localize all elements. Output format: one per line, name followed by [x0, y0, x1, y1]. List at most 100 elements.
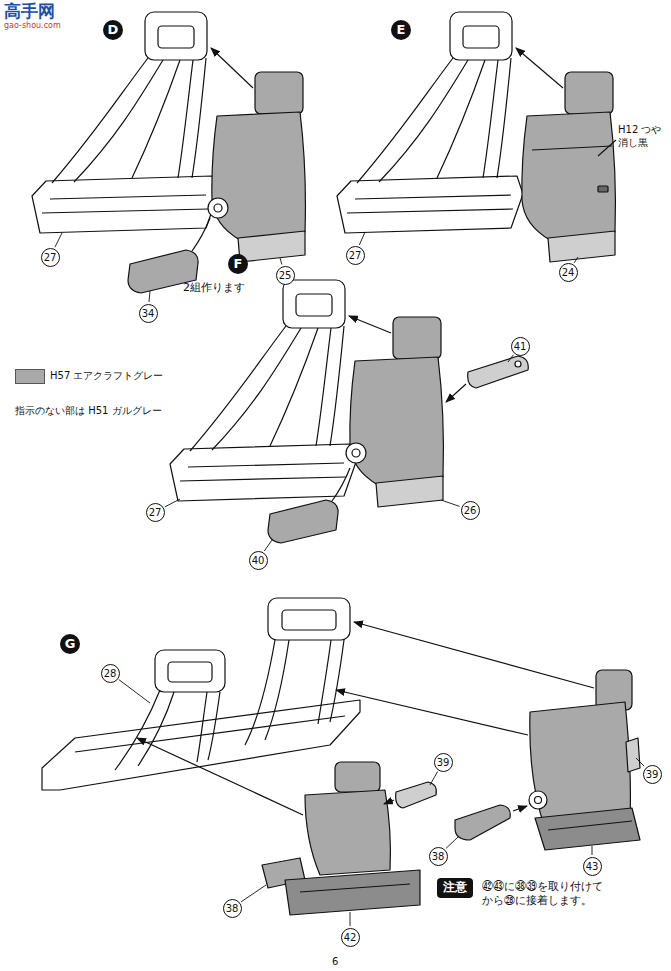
seat-frame [138, 692, 174, 766]
paint-note: H12 つや消し黒 [618, 123, 668, 149]
seat-frame [318, 640, 331, 724]
node-text: 40 [252, 555, 265, 566]
node-text: 42 [344, 932, 357, 943]
seat-frame [52, 58, 148, 183]
callout-number: 42 [341, 928, 360, 947]
panel-detail [598, 186, 608, 192]
seat-frame [145, 12, 207, 60]
seat-frame [437, 60, 485, 178]
watermark: 高手网 [4, 0, 55, 22]
note-badge: 注意 [437, 878, 473, 898]
leader-line [441, 500, 460, 506]
page-number: 6 [332, 955, 338, 968]
step-marker: G [60, 634, 80, 654]
leader-line [574, 257, 578, 263]
seat-cushion [347, 209, 513, 213]
watermark: gao-shou.com [4, 21, 61, 31]
armrest [455, 805, 510, 840]
seat-frame [450, 12, 512, 60]
seat-frame [379, 60, 468, 182]
leader-line [264, 540, 272, 551]
legend-swatch [15, 369, 45, 384]
seat-set [268, 468, 350, 543]
seat-back-tab [548, 231, 615, 262]
seat-cushion [32, 176, 218, 233]
side-bolster [515, 361, 521, 367]
node-text: G [65, 637, 76, 651]
assembly-arrow [211, 48, 253, 88]
assembly-arrow [384, 800, 394, 804]
seat-back [255, 72, 303, 114]
guide-line [192, 218, 210, 251]
seat-frame [208, 692, 220, 760]
seat-back [565, 72, 613, 114]
seat-cushion [50, 195, 206, 199]
step-marker: E [391, 20, 411, 40]
step-marker: F [228, 254, 248, 274]
node-text: 注意 [443, 881, 467, 894]
leader-line [592, 846, 593, 855]
seat-back-tab [376, 476, 443, 507]
caution-text: ㊷㊸に㊳㊴を取り付けてから㉘に接着します。 [482, 880, 612, 909]
seat-frame [115, 690, 160, 770]
seat-frame [270, 328, 318, 446]
seat-cushion [337, 176, 523, 233]
assembly-arrow [336, 690, 528, 735]
callout-number: 40 [249, 551, 268, 570]
callout-number: 24 [559, 263, 578, 282]
leader-line [165, 499, 180, 507]
callout-number: 41 [511, 337, 530, 356]
seat-frame [268, 598, 350, 640]
node-text: 25 [279, 270, 292, 281]
seat-back [530, 702, 631, 828]
assembly-arrow [354, 622, 594, 688]
seat-frame [296, 294, 332, 316]
leader-line [359, 232, 365, 245]
node-text: E [397, 23, 406, 37]
node-text: F [234, 257, 243, 271]
guide-line [332, 468, 350, 501]
side-bolster [468, 356, 529, 388]
leader-line [430, 772, 438, 785]
callout-number: 27 [41, 248, 60, 267]
seat-frame [282, 610, 336, 630]
seat-base [535, 808, 640, 850]
seat-cushion [180, 477, 346, 481]
callout-number: 27 [146, 503, 165, 522]
seat-frame [190, 326, 286, 451]
seat-frame [212, 328, 301, 450]
seat-set [170, 280, 356, 501]
assembly-arrow [137, 738, 303, 815]
seat-back-tab [238, 231, 305, 262]
callout-number: 38 [429, 847, 448, 866]
node-text: 24 [562, 267, 575, 278]
pivot-knob [214, 204, 222, 212]
leader-line [598, 140, 616, 156]
callout-number: 39 [643, 765, 662, 784]
seat-set [346, 317, 443, 507]
seat-frame [330, 640, 344, 722]
seat-cushion [42, 209, 208, 213]
node-text: 27 [349, 250, 362, 261]
seat-back [522, 112, 616, 240]
assembly-arrow [516, 48, 563, 88]
side-bolster [396, 782, 437, 808]
seat-set [337, 12, 523, 233]
paint-note: 指示のない部は H51 ガルグレー [15, 404, 162, 417]
callout-number: 25 [276, 266, 295, 285]
seat-frame [178, 60, 193, 178]
callout-number: 43 [583, 857, 602, 876]
leader-line [241, 885, 266, 902]
seat-base [285, 870, 420, 915]
leader-line [350, 912, 351, 926]
node-text: 26 [464, 505, 477, 516]
seat-frame [265, 640, 289, 740]
node-text: 43 [586, 861, 599, 872]
node-text: 38 [432, 851, 445, 862]
leader-line [446, 837, 458, 848]
armrest [268, 500, 338, 543]
seat-back [350, 357, 444, 485]
leader-line [280, 258, 282, 264]
build-note: 2組作ります [183, 281, 245, 295]
